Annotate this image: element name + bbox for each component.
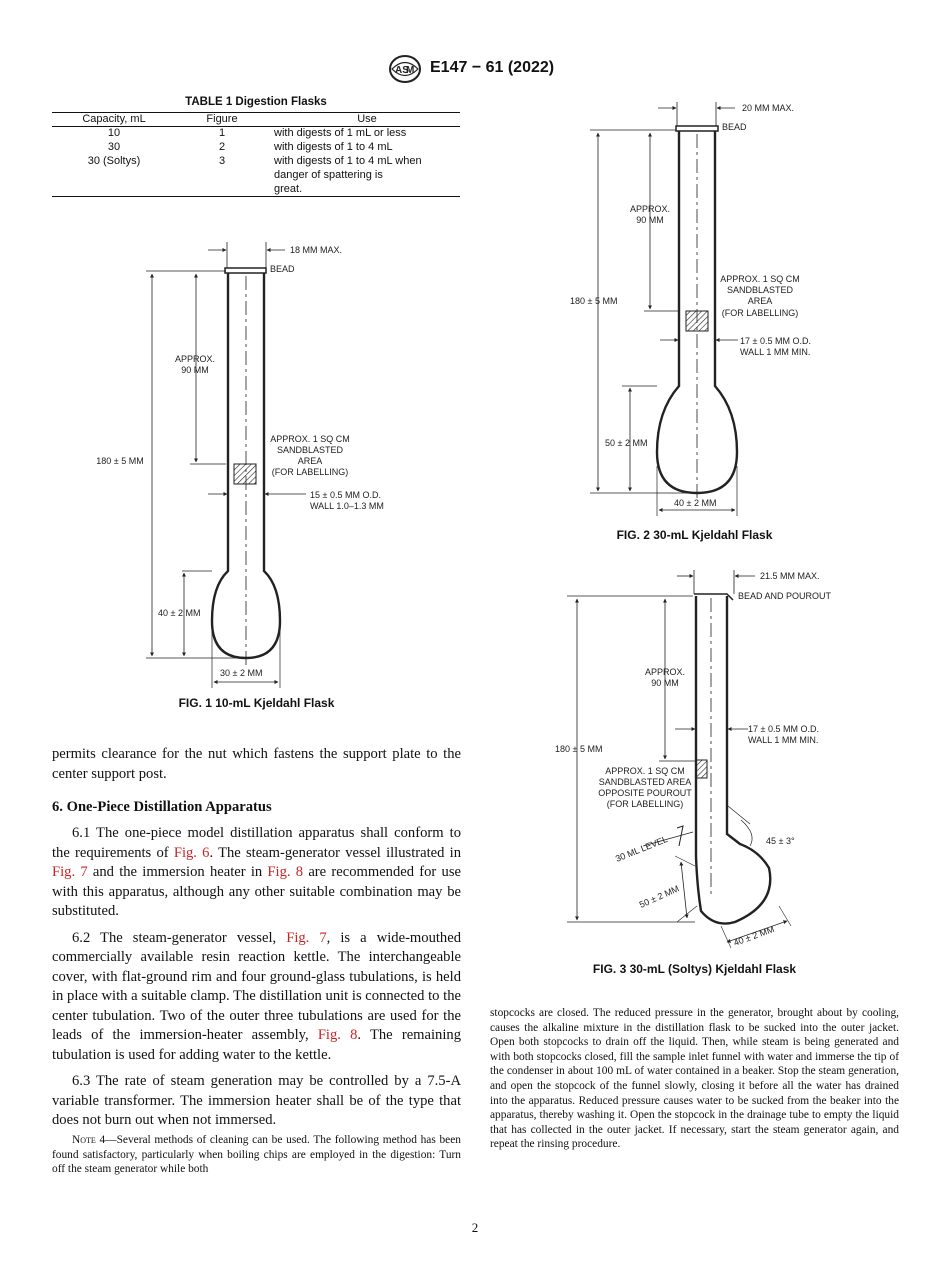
fig1-label-sand-b: SANDBLASTED: [277, 445, 344, 455]
paragraph-6-3: 6.3 The rate of steam generation may be …: [52, 1073, 461, 1128]
fig3-label-90mm: 90 MM: [651, 678, 679, 688]
table-cell: great.: [274, 183, 303, 195]
fig2-label-sand-a: APPROX. 1 SQ CM: [720, 274, 800, 284]
fig2-label-bead: BEAD: [722, 122, 747, 132]
figure-1-flask-diagram: 18 MM MAX. BEAD APPROX. 90 MM APPROX. 1 …: [96, 242, 384, 688]
fig3-label-bead: BEAD AND POUROUT: [738, 591, 832, 601]
fig3-label-bulb-w: 40 ± 2 MM: [732, 924, 775, 948]
note-4-label: Note 4: [72, 1134, 106, 1146]
link-fig-7[interactable]: Fig. 7: [286, 929, 327, 946]
fig1-label-top-max: 18 MM MAX.: [290, 245, 342, 255]
svg-text:AS: AS: [395, 65, 409, 76]
fig2-label-wall: WALL 1 MM MIN.: [740, 347, 810, 357]
fig2-label-sand-b: SANDBLASTED: [727, 285, 794, 295]
table-cell: 30 (Soltys): [87, 155, 141, 167]
fig2-label-sand-c: AREA: [748, 296, 773, 306]
fig2-label-height: 180 ± 5 MM: [570, 296, 617, 306]
fig1-label-od: 15 ± 0.5 MM O.D.: [310, 490, 381, 500]
fig1-caption: FIG. 1 10-mL Kjeldahl Flask: [178, 696, 335, 710]
fig2-label-approx: APPROX.: [630, 204, 670, 214]
fig3-label-od: 17 ± 0.5 MM O.D.: [748, 724, 819, 734]
svg-text:M: M: [406, 65, 414, 76]
note-4-continued: stopcocks are closed. The reduced pressu…: [490, 1007, 899, 1151]
fig1-label-approx: APPROX.: [175, 354, 215, 364]
fig2-label-top-max: 20 MM MAX.: [742, 103, 794, 113]
link-fig-6[interactable]: Fig. 6: [173, 844, 210, 861]
col-header-use: Use: [357, 113, 377, 125]
fig3-caption: FIG. 3 30-mL (Soltys) Kjeldahl Flask: [592, 962, 797, 976]
fig2-label-od: 17 ± 0.5 MM O.D.: [740, 336, 811, 346]
fig1-label-sand-c: AREA: [298, 456, 323, 466]
table-title: TABLE 1 Digestion Flasks: [185, 96, 327, 108]
astm-logo-icon: AS M: [389, 55, 421, 83]
fig2-label-sand-d: (FOR LABELLING): [722, 308, 799, 318]
fig2-label-bulb-h: 50 ± 2 MM: [605, 438, 647, 448]
fig1-label-bulb-w: 30 ± 2 MM: [220, 668, 262, 678]
note-4-text: —Several methods of cleaning can be used…: [52, 1134, 461, 1176]
table-cell: 3: [218, 155, 226, 167]
fig3-label-height: 180 ± 5 MM: [555, 744, 602, 754]
link-fig-8[interactable]: Fig. 8: [317, 1027, 358, 1043]
fig1-label-wall: WALL 1.0–1.3 MM: [310, 501, 384, 511]
figure-3-flask-diagram: 21.5 MM MAX. BEAD AND POUROUT APPROX. 90…: [555, 570, 832, 949]
section-6-heading: 6. One-Piece Distillation Apparatus: [52, 799, 272, 815]
table-cell: danger of spattering is: [274, 169, 383, 181]
fig3-label-bulb-h: 50 ± 2 MM: [638, 883, 681, 909]
fig3-label-sand-c: OPPOSITE POUROUT: [598, 788, 692, 798]
fig3-label-sand-b: SANDBLASTED AREA: [599, 777, 692, 787]
table-header-row: Capacity, mL Figure Use: [52, 112, 460, 127]
fig3-label-angle: 45 ± 3°: [766, 836, 795, 846]
section-6-body: 6.1 The one-piece model distillation app…: [52, 824, 461, 1138]
fig1-label-bulb-h: 40 ± 2 MM: [158, 608, 200, 618]
col-header-figure: Figure: [206, 113, 238, 125]
table-cell: with digests of 1 to 4 mL when: [274, 155, 422, 167]
fig3-label-top-max: 21.5 MM MAX.: [760, 571, 820, 581]
fig2-caption: FIG. 2 30-mL Kjeldahl Flask: [616, 528, 773, 542]
page-number: 2: [471, 1220, 479, 1235]
link-fig-7[interactable]: Fig. 7: [52, 864, 88, 880]
table-body: 10 1 with digests of 1 mL or less 30 2 w…: [52, 127, 460, 197]
table-cell: 1: [218, 127, 226, 139]
paragraph-continued: permits clearance for the nut which fast…: [52, 746, 461, 782]
fig3-label-approx: APPROX.: [645, 667, 685, 677]
fig1-label-sand-a: APPROX. 1 SQ CM: [270, 434, 350, 444]
table-cell: 2: [218, 141, 226, 153]
text-run: , is a wide-mouthed commercially availab…: [52, 929, 461, 1044]
table-cell: with digests of 1 to 4 mL: [274, 141, 393, 153]
table-cell: 30: [107, 141, 121, 153]
fig1-label-90mm: 90 MM: [181, 365, 209, 375]
fig3-label-level: 30 ML LEVEL: [614, 834, 669, 864]
document-id: E147 − 61 (2022): [430, 59, 555, 76]
fig3-label-wall: WALL 1 MM MIN.: [748, 735, 818, 745]
fig2-label-bulb-w: 40 ± 2 MM: [674, 498, 716, 508]
fig3-label-sand-a: APPROX. 1 SQ CM: [605, 766, 685, 776]
fig1-label-sand-d: (FOR LABELLING): [272, 467, 349, 477]
text-run: 6.1 The one-piece model distillation app…: [52, 825, 461, 861]
paragraph-6-1: 6.1 The one-piece model distillation app…: [52, 824, 461, 922]
text-run: are recommended for use with this appara…: [52, 864, 461, 919]
fig3-label-sand-d: (FOR LABELLING): [607, 799, 684, 809]
table-digestion-flasks: TABLE 1 Digestion Flasks Capacity, mL Fi…: [52, 94, 460, 197]
fig1-label-bead: BEAD: [270, 264, 295, 274]
note-4: Note 4—Several methods of cleaning can b…: [52, 1133, 461, 1177]
table-cell: with digests of 1 mL or less: [274, 127, 407, 139]
fig2-label-90mm: 90 MM: [636, 215, 664, 225]
fig1-label-height: 180 ± 5 MM: [96, 456, 143, 466]
text-run: . The steam-generator vessel illustrated…: [209, 844, 461, 861]
link-fig-8[interactable]: Fig. 8: [267, 864, 304, 880]
text-run: 6.2 The steam-generator vessel,: [72, 929, 287, 946]
text-run: . The remaining tubulation is used for a…: [52, 1027, 462, 1063]
continued-paragraph: permits clearance for the nut which fast…: [52, 745, 461, 791]
figure-2-flask-diagram: 20 MM MAX. BEAD APPROX. 90 MM APPROX. 1 …: [570, 102, 811, 516]
col-header-capacity: Capacity, mL: [82, 113, 146, 125]
text-run: and the immersion heater in: [87, 864, 268, 880]
paragraph-6-2: 6.2 The steam-generator vessel, Fig. 7, …: [52, 929, 461, 1066]
table-cell: 10: [107, 127, 121, 139]
